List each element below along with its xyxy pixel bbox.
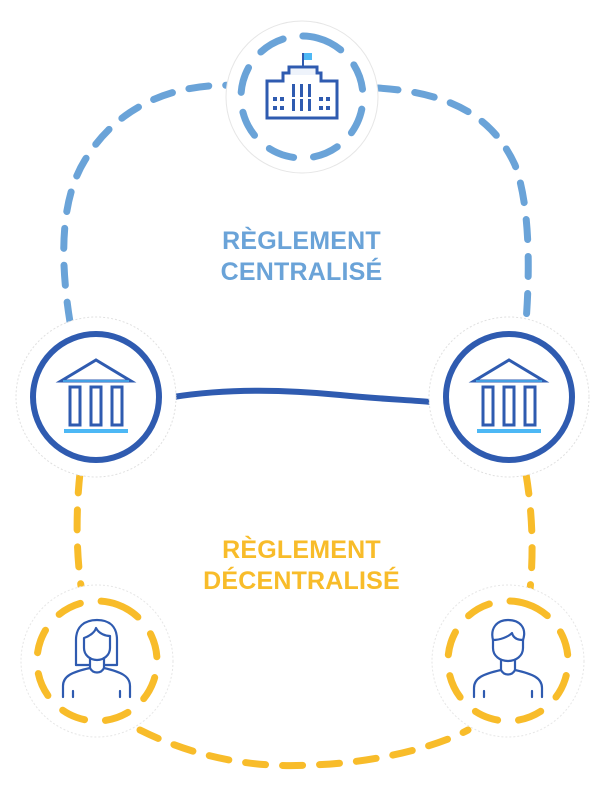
decentralized-label-line1: RÈGLEMENT: [222, 536, 381, 564]
bank-columns-icon: [468, 358, 550, 433]
connection-right-bank-to-man: [522, 470, 536, 594]
node-ring-dashed: [33, 597, 161, 725]
node-bank-right[interactable]: [428, 316, 590, 478]
node-ring-dashed: [237, 32, 367, 162]
connections: [60, 81, 536, 770]
connection-left-bank-to-woman: [73, 469, 85, 590]
woman-user-icon: [61, 618, 132, 699]
node-person-man[interactable]: [431, 584, 585, 738]
connection-left-bank-to-central: [60, 81, 249, 326]
centralized-label-line2: CENTRALISÉ: [220, 258, 383, 286]
node-person-woman[interactable]: [20, 584, 174, 738]
man-user-icon: [472, 618, 544, 699]
node-bank-left[interactable]: [15, 316, 177, 478]
centralized-label-line1: RÈGLEMENT: [222, 227, 381, 255]
node-ring-solid: [30, 331, 162, 463]
node-ring-solid: [443, 331, 575, 463]
connection-woman-to-man: [136, 726, 472, 770]
node-central-bank[interactable]: [225, 20, 379, 174]
decentralized-settlement-label: RÈGLEMENT DÉCENTRALISÉ: [0, 535, 603, 597]
decentralized-label-line2: DÉCENTRALISÉ: [203, 567, 400, 595]
connection-bank-to-bank: [170, 387, 434, 405]
node-halo: [15, 316, 177, 478]
flag-icon: [304, 53, 312, 60]
node-ring-dashed: [444, 597, 572, 725]
node-halo: [428, 316, 590, 478]
centralized-settlement-label: RÈGLEMENT CENTRALISÉ: [0, 226, 603, 288]
connection-central-to-right-bank: [374, 84, 532, 326]
bank-columns-icon: [55, 358, 137, 433]
government-building-icon: [265, 53, 339, 120]
